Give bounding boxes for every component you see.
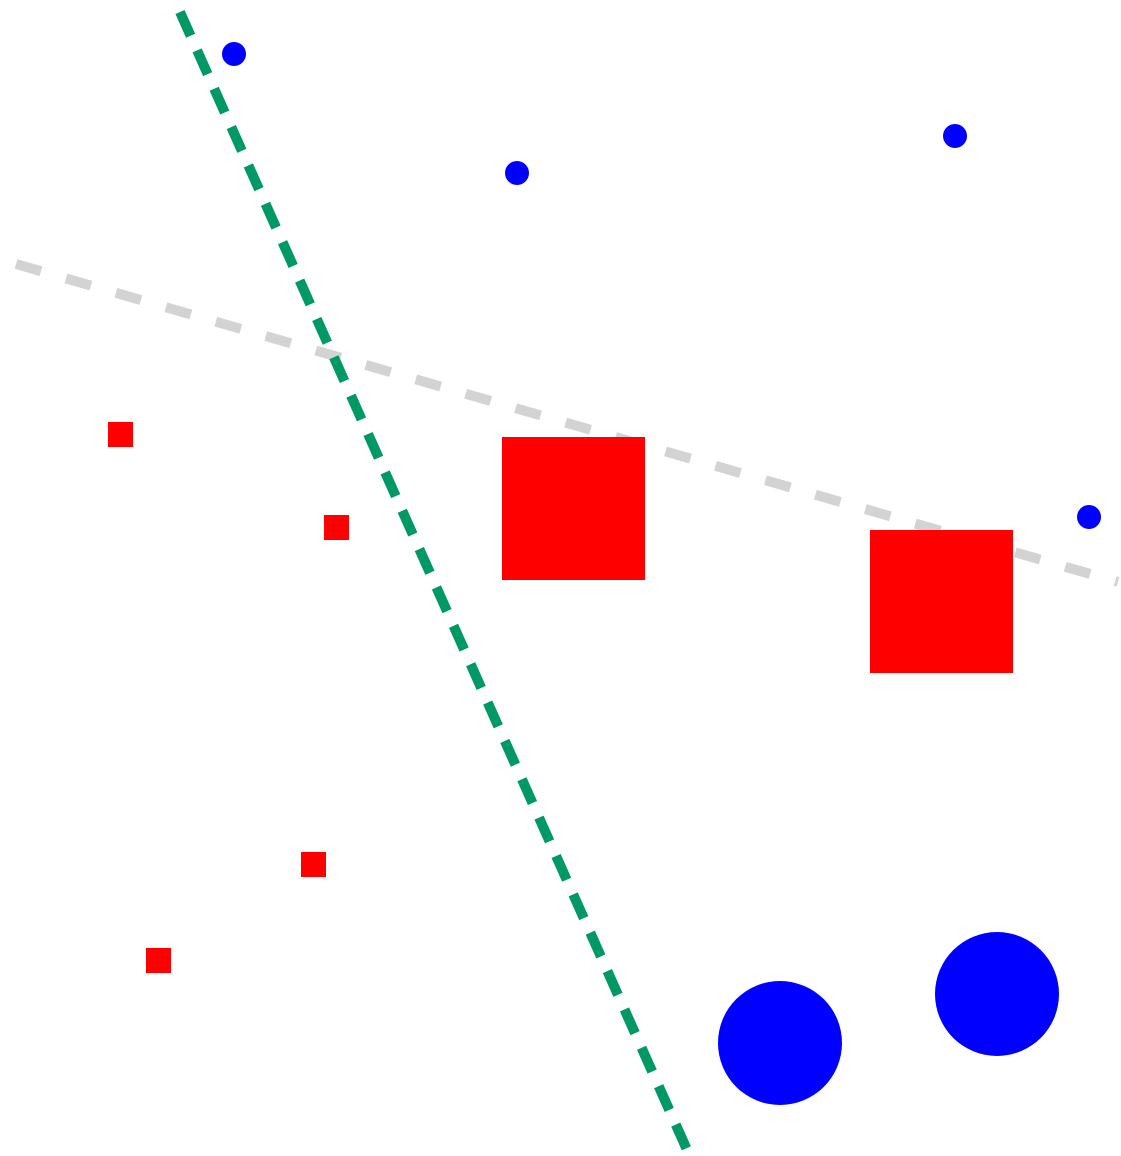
blue-circle-small	[943, 124, 967, 148]
red-square-small	[146, 948, 171, 973]
blue-circle-small	[222, 42, 246, 66]
red-square-small	[324, 515, 349, 540]
blue-circle-small	[1077, 505, 1101, 529]
blue-circle-large	[718, 981, 842, 1105]
blue-circle-small	[505, 161, 529, 185]
red-square-large	[502, 437, 645, 580]
red-square-small	[108, 422, 133, 447]
gray-dashed-line	[14, 259, 1120, 587]
red-square-large	[870, 530, 1013, 673]
red-square-small	[301, 852, 326, 877]
blue-circle-large	[935, 932, 1059, 1056]
